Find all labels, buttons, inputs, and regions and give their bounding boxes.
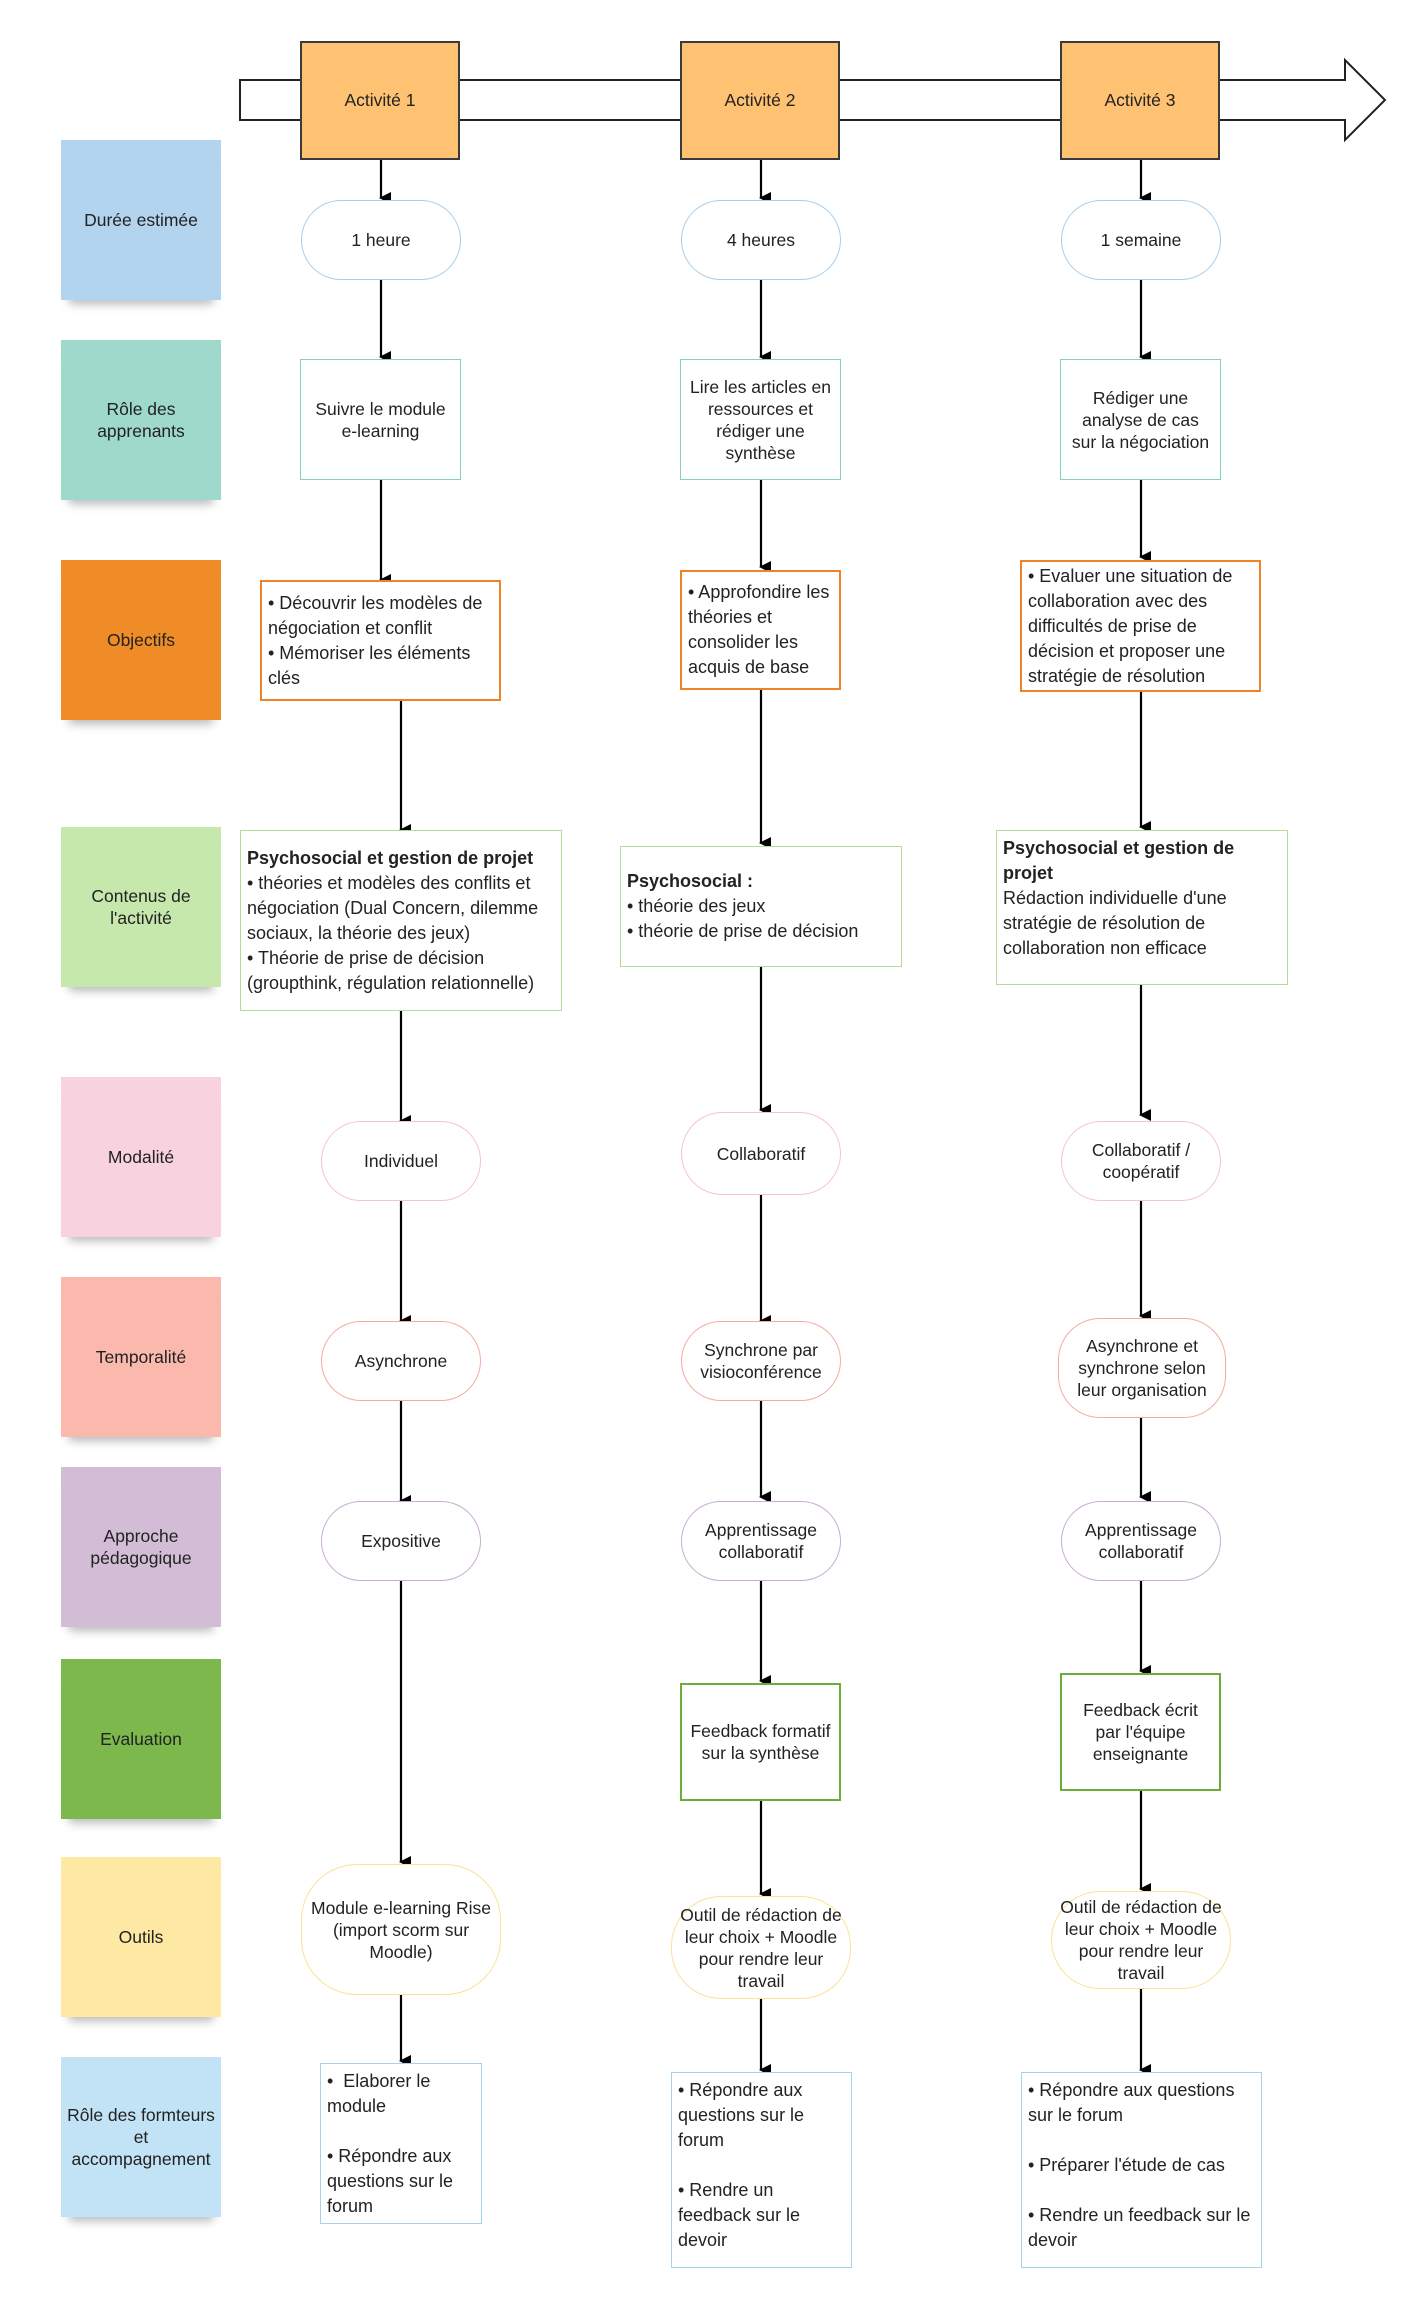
modalite-cell: Collaboratif <box>681 1112 841 1195</box>
row-label-modalite: Modalité <box>61 1077 221 1237</box>
objectif-line: • Evaluer une situation de collaboration… <box>1028 565 1238 686</box>
row-label-evaluation: Evaluation <box>61 1659 221 1819</box>
formateur-line: • Elaborer le module <box>327 2071 436 2116</box>
outils-cell: Outil de rédaction de leur choix + Moodl… <box>671 1896 851 1999</box>
role-apprenants-cell: Rédiger une analyse de cas sur la négoci… <box>1060 359 1221 480</box>
formateur-line <box>678 2153 683 2178</box>
contenus-cell: Psychosocial et gestion de projet • théo… <box>240 830 562 1011</box>
formateurs-cell: • Elaborer le module • Répondre aux ques… <box>320 2063 482 2224</box>
duree-cell: 1 semaine <box>1061 200 1221 280</box>
activity-3-box: Activité 3 <box>1060 41 1220 160</box>
formateur-line: • Rendre un feedback sur le devoir <box>678 2180 806 2250</box>
formateur-line: • Répondre aux questions sur le forum <box>678 2080 810 2150</box>
row-label-contenus: Contenus de l'activité <box>61 827 221 987</box>
row-label-outils: Outils <box>61 1857 221 2017</box>
modalite-cell: Collaboratif / coopératif <box>1061 1121 1221 1201</box>
role-apprenants-cell: Suivre le module e-learning <box>300 359 461 480</box>
activity-1-box: Activité 1 <box>300 41 460 160</box>
formateurs-cell: • Répondre aux questions sur le forum • … <box>1021 2072 1262 2268</box>
evaluation-cell: Feedback écrit par l'équipe enseignante <box>1060 1673 1221 1791</box>
duree-cell: 1 heure <box>301 200 461 280</box>
formateur-line <box>1028 2128 1033 2153</box>
formateur-line <box>1028 2178 1033 2203</box>
contenu-line: • théorie des jeux <box>627 896 766 916</box>
activity-2-box: Activité 2 <box>680 41 840 160</box>
contenu-title: Psychosocial et gestion de projet <box>1003 838 1240 883</box>
approche-cell: Expositive <box>321 1501 481 1581</box>
objectifs-cell: • Découvrir les modèles de négociation e… <box>260 580 501 701</box>
outils-cell: Module e-learning Rise (import scorm sur… <box>301 1864 501 1995</box>
objectif-line: • Approfondire les théories et consolide… <box>688 582 835 677</box>
role-apprenants-cell: Lire les articles en ressources et rédig… <box>680 359 841 480</box>
temporalite-cell: Synchrone par visioconférence <box>681 1321 841 1401</box>
objectif-line: • Découvrir les modèles de négociation e… <box>268 592 488 638</box>
contenu-title: Psychosocial et gestion de projet <box>247 847 534 868</box>
duree-cell: 4 heures <box>681 200 841 280</box>
temporalite-cell: Asynchrone <box>321 1321 481 1401</box>
outils-cell: Outil de rédaction de leur choix + Moodl… <box>1051 1891 1231 1989</box>
evaluation-cell: Feedback formatif sur la synthèse <box>680 1683 841 1801</box>
contenu-line: • théorie de prise de décision <box>627 921 859 941</box>
contenu-title: Psychosocial : <box>627 871 754 891</box>
row-label-formateurs: Rôle des formteurs et accompagnement <box>61 2057 221 2217</box>
formateur-line <box>327 2119 332 2144</box>
contenu-line: Rédaction individuelle d'une stratégie d… <box>1003 888 1232 958</box>
formateurs-cell: • Répondre aux questions sur le forum • … <box>671 2072 852 2268</box>
row-label-objectifs: Objectifs <box>61 560 221 720</box>
row-label-duree: Durée estimée <box>61 140 221 300</box>
row-label-approche: Approche pédagogique <box>61 1467 221 1627</box>
modalite-cell: Individuel <box>321 1121 481 1201</box>
row-label-role-apprenants: Rôle des apprenants <box>61 340 221 500</box>
objectifs-cell: • Evaluer une situation de collaboration… <box>1020 560 1261 692</box>
contenu-line: • théories et modèles des conflits et né… <box>247 872 544 943</box>
formateur-line: • Rendre un feedback sur le devoir <box>1028 2205 1256 2250</box>
contenus-cell: Psychosocial et gestion de projet Rédact… <box>996 830 1288 985</box>
contenu-line: • Théorie de prise de décision (groupthi… <box>247 947 535 993</box>
formateur-line: • Répondre aux questions sur le forum <box>1028 2080 1240 2125</box>
objectif-line: • Mémoriser les éléments clés <box>268 642 476 688</box>
formateur-line: • Répondre aux questions sur le forum <box>327 2146 459 2216</box>
contenus-cell: Psychosocial : • théorie des jeux • théo… <box>620 846 902 967</box>
approche-cell: Apprentissage collaboratif <box>1061 1501 1221 1581</box>
row-label-temporalite: Temporalité <box>61 1277 221 1437</box>
approche-cell: Apprentissage collaboratif <box>681 1501 841 1581</box>
formateur-line: • Préparer l'étude de cas <box>1028 2155 1225 2175</box>
objectifs-cell: • Approfondire les théories et consolide… <box>680 570 841 690</box>
temporalite-cell: Asynchrone et synchrone selon leur organ… <box>1058 1318 1226 1418</box>
